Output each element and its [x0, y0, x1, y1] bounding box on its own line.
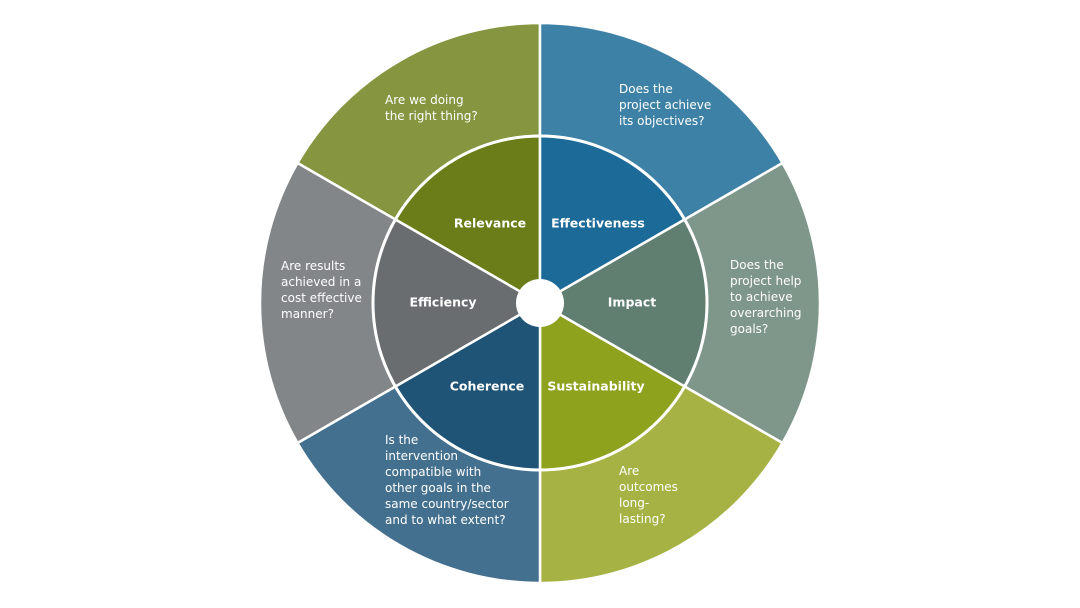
question-line: cost effective	[281, 291, 362, 305]
center-circle	[516, 279, 564, 327]
question-line: outcomes	[619, 480, 678, 494]
question-line: same country/sector	[385, 497, 509, 511]
question-text-impact: Does the project help to achieve overarchin…	[730, 258, 802, 336]
question-line: lasting?	[619, 512, 666, 526]
criterion-label-relevance: Relevance	[454, 216, 526, 231]
question-line: project achieve	[619, 98, 711, 112]
question-text-efficiency: Are results achieved in a cost effective ma…	[281, 259, 362, 321]
question-line: manner?	[281, 307, 334, 321]
question-line: overarching	[730, 306, 802, 320]
question-line: Does the	[730, 258, 784, 272]
criterion-label-efficiency: Efficiency	[409, 295, 476, 310]
question-text-sustainability: Are outcomes long-lasting?	[619, 464, 678, 526]
question-line: long-	[619, 496, 649, 510]
ring-divider	[371, 134, 709, 472]
question-line: goals?	[730, 322, 768, 336]
criterion-label-coherence: Coherence	[450, 379, 525, 394]
question-line: the right thing?	[385, 109, 478, 123]
question-line: compatible with	[385, 465, 481, 479]
question-line: to achieve	[730, 290, 793, 304]
question-line: and to what extent?	[385, 513, 506, 527]
criterion-label-impact: Impact	[608, 295, 656, 310]
question-line: Are	[619, 464, 639, 478]
question-line: Is the	[385, 433, 418, 447]
question-line: intervention	[385, 449, 458, 463]
question-line: achieved in a	[281, 275, 361, 289]
labels: Relevance Are we doing the right thing? Eff…	[281, 82, 802, 527]
criterion-label-sustainability: Sustainability	[547, 379, 644, 394]
criterion-label-effectiveness: Effectiveness	[551, 216, 645, 231]
inner-ring-border	[371, 134, 709, 472]
center-hub	[516, 279, 564, 327]
question-text-relevance: Are we doing the right thing?	[385, 93, 478, 123]
question-line: Are results	[281, 259, 345, 273]
question-line: its objectives?	[619, 114, 705, 128]
question-text-effectiveness: Does the project achieve its objectives?	[619, 82, 711, 128]
question-line: Does the	[619, 82, 673, 96]
question-line: other goals in the	[385, 481, 491, 495]
question-text-coherence: Is the intervention compatible with other g…	[385, 433, 509, 527]
question-line: project help	[730, 274, 801, 288]
question-line: Are we doing	[385, 93, 464, 107]
